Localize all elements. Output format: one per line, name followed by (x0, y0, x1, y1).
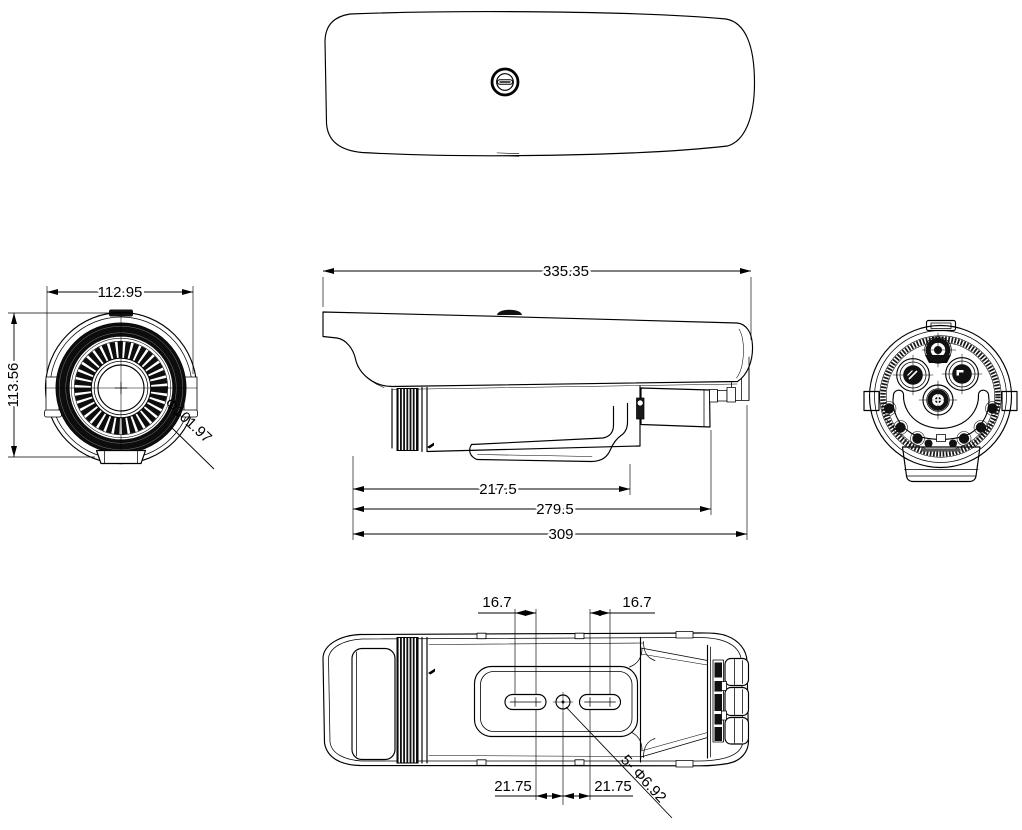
u-channel (892, 389, 990, 440)
connector-right-icon (941, 353, 983, 395)
dim-label-hole-spacing-right: 21.75 (594, 778, 632, 795)
connector-left-icon (892, 354, 934, 396)
sunshield (322, 311, 754, 388)
dim-label-hole-spacing-left: 21.75 (494, 778, 532, 795)
slot-left (504, 693, 547, 711)
dim-label-housing-length: 309 (548, 526, 573, 543)
dim-front-height: 113.56 (3, 312, 133, 458)
dim-label-slot-offset-left: 16.7 (482, 594, 511, 611)
dim-bottom-hole-left: 21.75 (494, 710, 564, 805)
bottom-view: 16.7 16.7 21.75 21.75 5- Φ6.92 (322, 594, 750, 819)
rear-label (921, 434, 961, 452)
rear-tab-right (1001, 390, 1018, 412)
dim-label-overall-length: 335.35 (543, 263, 589, 280)
centerlines (44, 311, 198, 465)
ribs-bottom (396, 637, 419, 764)
dim-label-front-height: 113.56 (5, 363, 22, 408)
rear-view (863, 319, 1018, 483)
dim-label-slot-offset-right: 16.7 (622, 594, 651, 611)
lens-barrel-side (357, 365, 428, 453)
top-view (324, 11, 756, 157)
rear-pin-holes (881, 401, 1000, 448)
front-cap-bottom (351, 647, 396, 761)
mount-plate-bottom (473, 665, 639, 738)
dim-bottom-slot-right: 16.7 (589, 594, 655, 694)
side-rail-right (180, 376, 198, 418)
dim-side-overall: 335.35 (322, 261, 752, 340)
dim-label-body-length: 279.5 (536, 501, 574, 518)
connector-top-icon (921, 332, 957, 368)
screw-icon (490, 67, 520, 97)
dim-label-front-width: 112.95 (98, 284, 143, 301)
dim-label-bracket-length: 217.5 (479, 481, 517, 498)
dim-bottom-slot-left: 16.7 (478, 594, 537, 694)
mount-rail-side (469, 402, 629, 463)
center-hole (552, 691, 574, 713)
top-knob-side-icon (497, 309, 522, 315)
rear-tab-left (863, 390, 880, 412)
rear-cap-side (636, 387, 711, 428)
cable-gland-side (709, 387, 736, 403)
dim-side-body: 279.5 (353, 430, 712, 521)
connector-center-icon (918, 380, 958, 420)
body-mark-bottom (428, 668, 435, 675)
mount-foot-front (95, 449, 147, 465)
mount-foot-rear (901, 446, 981, 483)
slot-right (578, 693, 622, 711)
dim-side-housing: 309 (353, 405, 748, 546)
connector-stub-icon (636, 397, 645, 420)
side-view: 335.35 217.5 279.5 309 (322, 261, 754, 546)
dim-bottom-hole-right: 21.75 (563, 710, 633, 800)
dim-side-bracket: 217.5 (352, 456, 631, 540)
rear-section-bottom (629, 636, 750, 763)
front-view: 112.95 113.56 Φ101.97 (3, 282, 215, 470)
cable-glands-bottom (721, 657, 750, 745)
dim-front-width: 112.95 (46, 282, 194, 374)
body-mark (427, 442, 434, 449)
